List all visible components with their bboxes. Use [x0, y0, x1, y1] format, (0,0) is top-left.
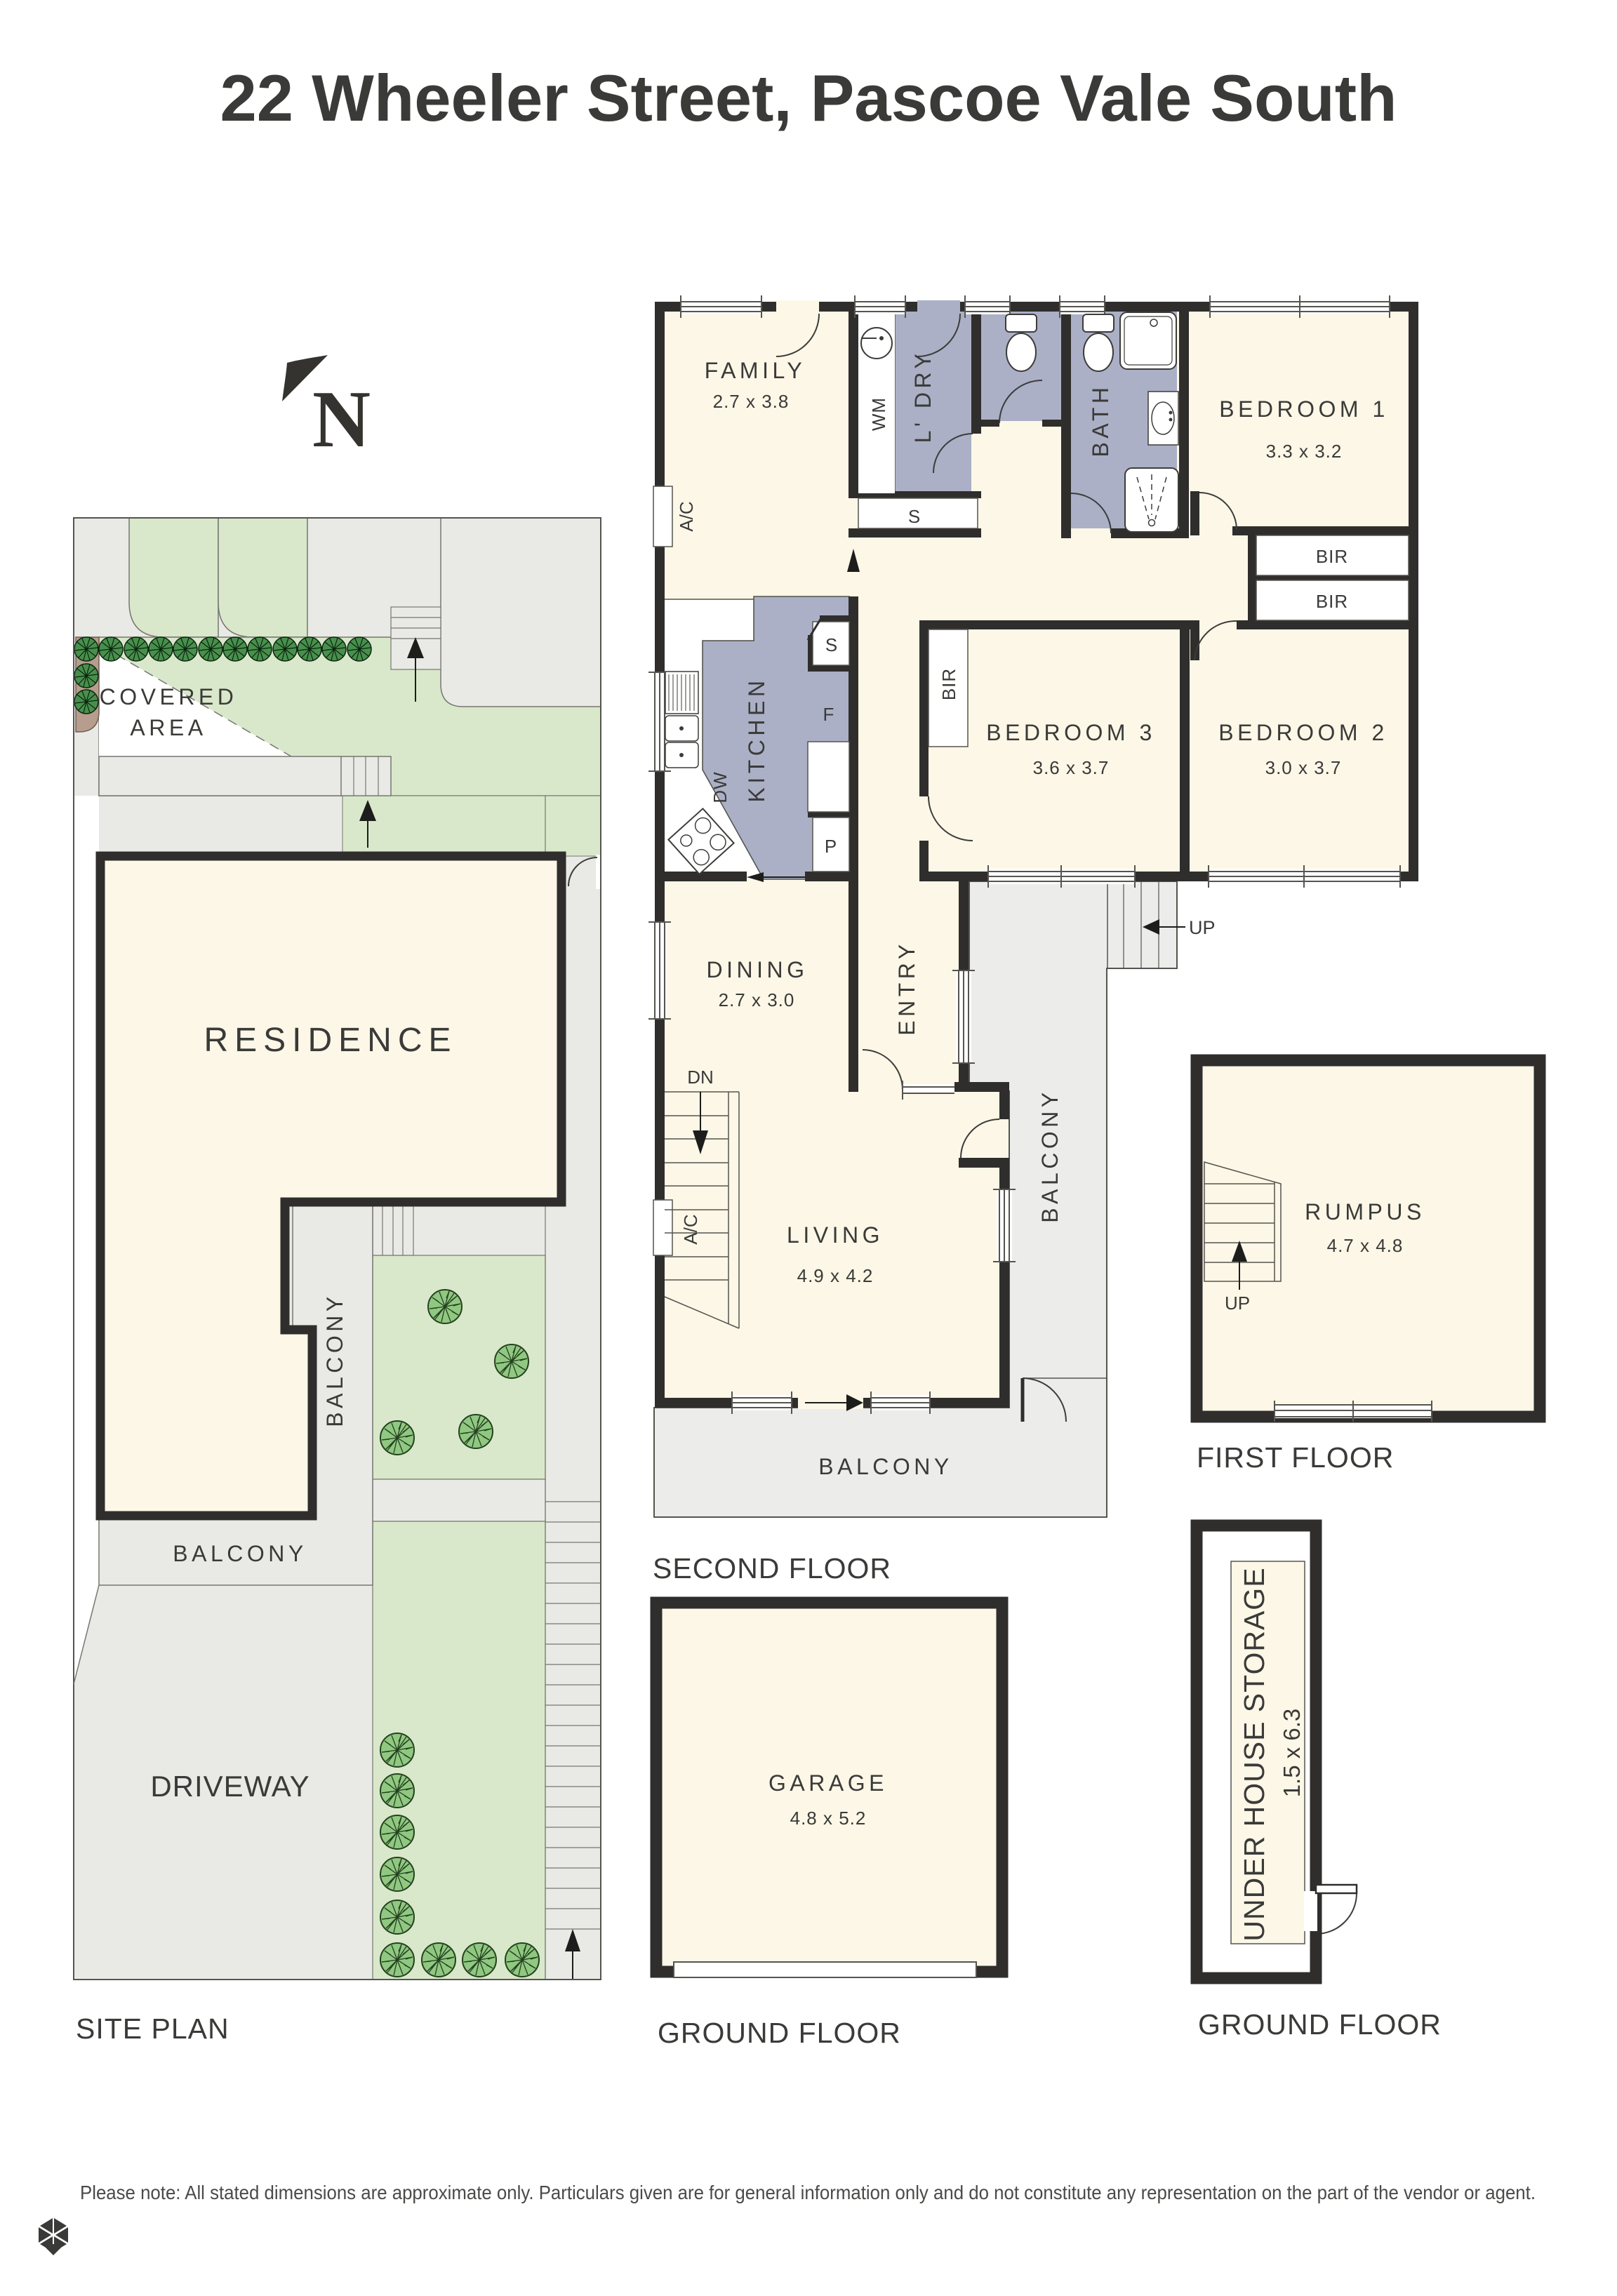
svg-text:COVERED: COVERED — [100, 684, 238, 709]
svg-text:DRIVEWAY: DRIVEWAY — [150, 1770, 310, 1803]
svg-text:A/C: A/C — [676, 501, 697, 531]
svg-text:BEDROOM 3: BEDROOM 3 — [986, 720, 1156, 745]
svg-text:S: S — [908, 506, 921, 527]
svg-text:3.6 x 3.7: 3.6 x 3.7 — [1033, 757, 1110, 778]
svg-text:BIR: BIR — [1316, 546, 1348, 567]
svg-text:N: N — [312, 375, 371, 464]
svg-text:WM: WM — [868, 397, 889, 431]
svg-text:S: S — [825, 634, 838, 655]
svg-text:22 Wheeler Street, Pascoe Vale: 22 Wheeler Street, Pascoe Vale South — [220, 61, 1397, 135]
svg-text:F: F — [823, 704, 835, 725]
svg-text:UNDER HOUSE STORAGE: UNDER HOUSE STORAGE — [1238, 1567, 1270, 1941]
svg-text:LIVING: LIVING — [787, 1222, 884, 1248]
svg-text:4.7 x 4.8: 4.7 x 4.8 — [1327, 1235, 1404, 1256]
svg-text:RUMPUS: RUMPUS — [1305, 1199, 1425, 1224]
svg-text:Please note: All stated dimens: Please note: All stated dimensions are a… — [80, 2182, 1536, 2203]
svg-text:4.8 x 5.2: 4.8 x 5.2 — [790, 1808, 867, 1829]
svg-text:GROUND FLOOR: GROUND FLOOR — [658, 2017, 901, 2049]
svg-text:BIR: BIR — [1316, 591, 1348, 612]
svg-text:BALCONY: BALCONY — [173, 1541, 307, 1566]
svg-text:2.7 x 3.8: 2.7 x 3.8 — [713, 391, 790, 412]
svg-text:BALCONY: BALCONY — [322, 1293, 347, 1427]
svg-text:L' DRY: L' DRY — [910, 350, 936, 443]
svg-text:BEDROOM 1: BEDROOM 1 — [1219, 396, 1389, 422]
svg-text:SECOND FLOOR: SECOND FLOOR — [653, 1552, 891, 1584]
svg-text:SITE PLAN: SITE PLAN — [76, 2013, 229, 2045]
svg-text:DW: DW — [710, 771, 731, 803]
svg-text:DINING: DINING — [707, 957, 808, 982]
svg-text:3.0 x 3.7: 3.0 x 3.7 — [1265, 757, 1342, 778]
svg-text:DN: DN — [687, 1067, 714, 1088]
svg-text:A/C: A/C — [680, 1214, 701, 1244]
svg-text:KITCHEN: KITCHEN — [744, 677, 769, 803]
svg-text:FAMILY: FAMILY — [705, 358, 806, 383]
svg-text:BALCONY: BALCONY — [818, 1454, 952, 1479]
svg-text:BALCONY: BALCONY — [1037, 1088, 1063, 1222]
svg-text:BATH: BATH — [1088, 384, 1113, 458]
svg-text:4.9 x 4.2: 4.9 x 4.2 — [797, 1265, 874, 1286]
svg-text:GROUND FLOOR: GROUND FLOOR — [1198, 2008, 1442, 2041]
svg-text:AREA: AREA — [130, 715, 206, 740]
svg-text:GARAGE: GARAGE — [768, 1770, 888, 1796]
svg-text:ENTRY: ENTRY — [894, 940, 919, 1035]
svg-text:1.5 x 6.3: 1.5 x 6.3 — [1279, 1709, 1305, 1798]
svg-text:RESIDENCE: RESIDENCE — [204, 1022, 457, 1059]
svg-text:3.3 x 3.2: 3.3 x 3.2 — [1266, 441, 1343, 462]
svg-text:P: P — [825, 836, 837, 857]
svg-text:UP: UP — [1225, 1293, 1250, 1314]
svg-text:UP: UP — [1189, 917, 1216, 938]
svg-text:BIR: BIR — [938, 668, 959, 700]
svg-text:FIRST FLOOR: FIRST FLOOR — [1197, 1441, 1394, 1474]
svg-text:BEDROOM 2: BEDROOM 2 — [1218, 720, 1388, 745]
svg-text:2.7 x 3.0: 2.7 x 3.0 — [719, 989, 795, 1010]
